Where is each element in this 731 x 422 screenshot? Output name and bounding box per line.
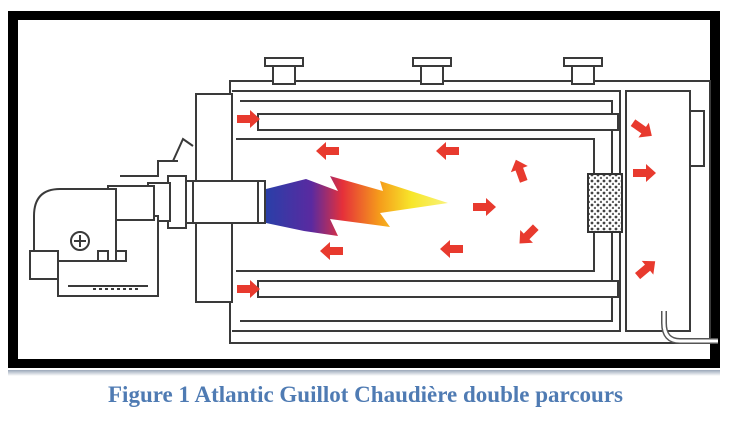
frame-shadow [8,370,720,376]
figure-caption: Figure 1 Atlantic Guillot Chaudière doub… [108,382,623,407]
figure-frame [8,11,720,368]
flame [266,176,448,236]
boiler-diagram [18,20,718,359]
burner [29,137,266,297]
turbulator [587,173,623,233]
